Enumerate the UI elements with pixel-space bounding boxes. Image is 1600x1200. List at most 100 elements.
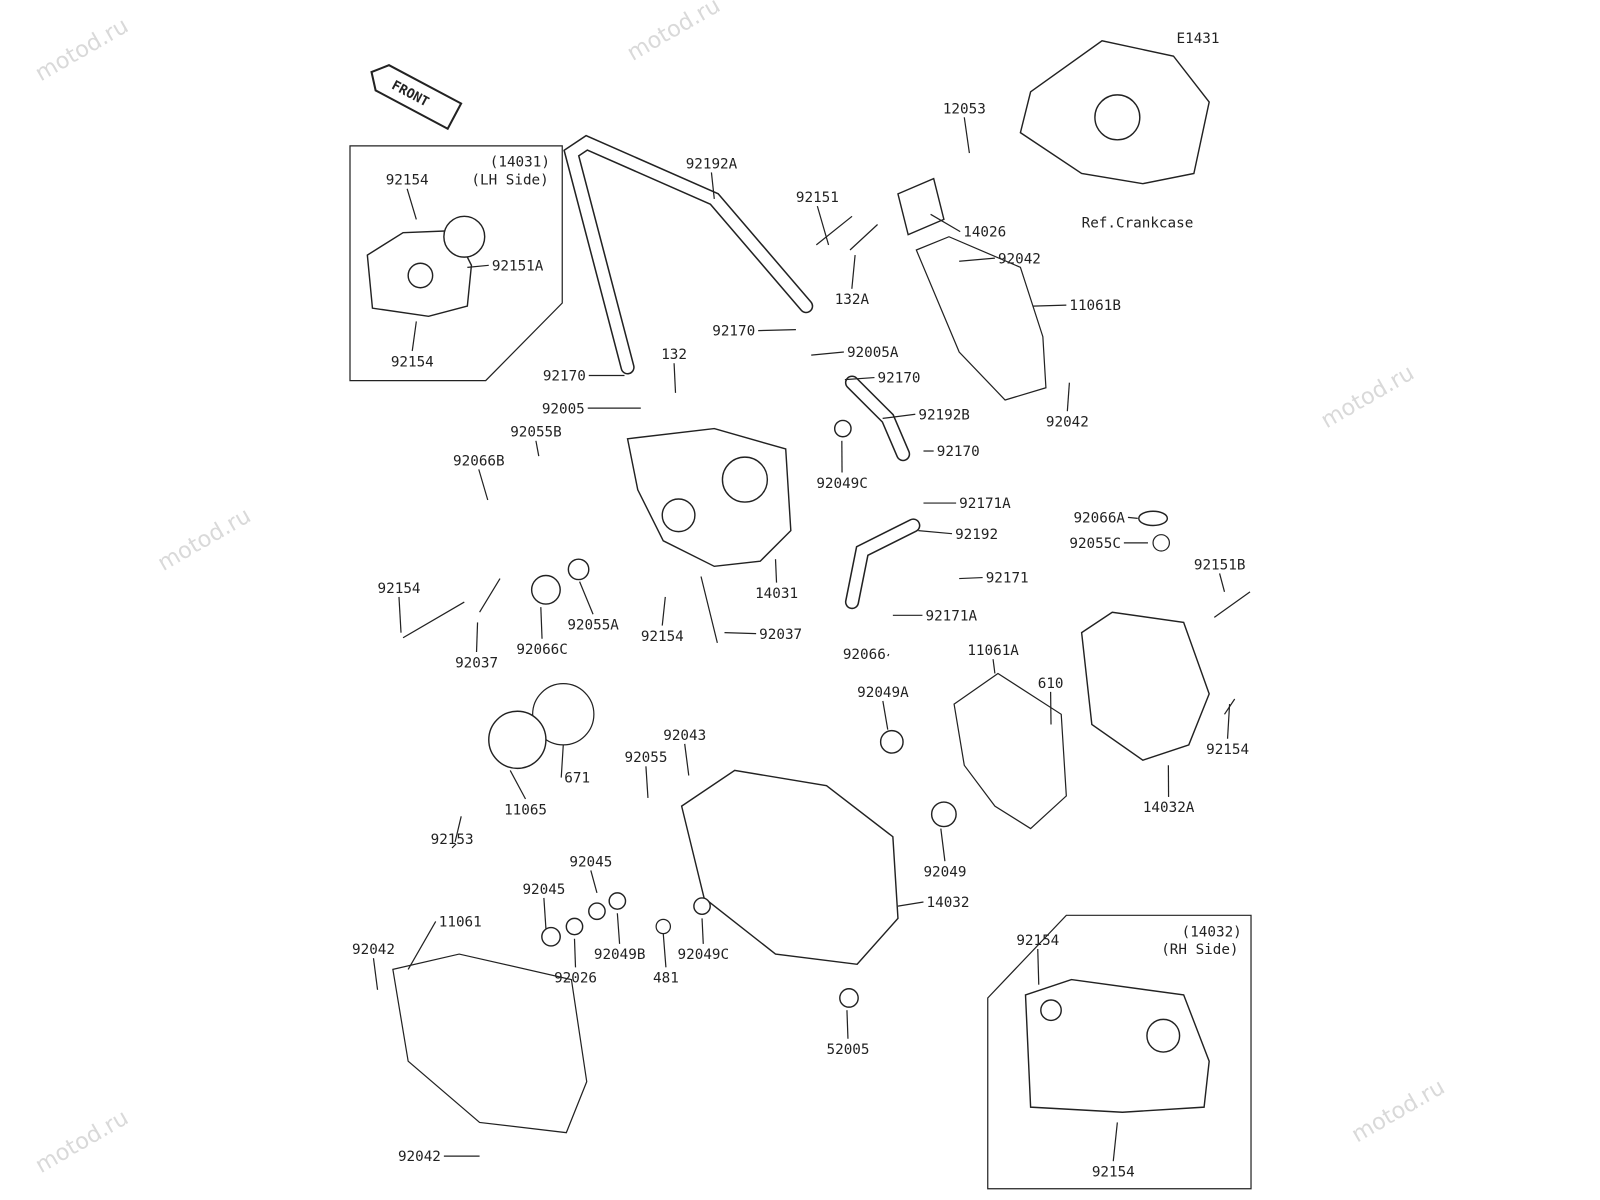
part-callout-92042: 92042: [398, 1149, 441, 1165]
part-callout-92055C: 92055C: [1069, 536, 1121, 552]
rh-cover-14032: [680, 769, 899, 966]
part-callout-92154: 92154: [1016, 933, 1059, 949]
plug-92066A: [1138, 510, 1169, 527]
leader-line: [1127, 516, 1138, 519]
part-callout-92171A: 92171A: [959, 496, 1011, 512]
part-callout-92154: 92154: [378, 581, 421, 597]
part-callout-92154: 92154: [1092, 1165, 1135, 1181]
hose-92192A-inner: [564, 136, 812, 373]
oring-92055A: [567, 558, 590, 581]
part-callout-92049A: 92049A: [857, 685, 909, 701]
part-callout-92049B: 92049B: [594, 947, 646, 963]
part-callout-92005: 92005: [542, 401, 585, 417]
part-callout-92037: 92037: [455, 655, 498, 671]
part-callout-92192B: 92192B: [918, 407, 970, 423]
part-callout-92049C: 92049C: [678, 947, 730, 963]
part-callout-92049C: 92049C: [816, 476, 868, 492]
leader-line: [535, 440, 540, 457]
leader-line: [851, 255, 856, 289]
part-callout-92037: 92037: [759, 627, 802, 643]
leader-line: [475, 622, 479, 653]
leader-line: [451, 843, 457, 849]
leader-line: [684, 743, 690, 776]
gasket-11061B: [915, 236, 1047, 401]
hose-92192-inner: [846, 519, 919, 608]
leader-line: [1219, 573, 1226, 592]
part-callout-132: 132: [661, 347, 687, 363]
diagram-code: E1431: [1177, 31, 1220, 47]
part-callout-92154: 92154: [641, 629, 684, 645]
leader-line: [573, 938, 577, 968]
part-callout-610: 610: [1038, 676, 1064, 692]
inset-lh-side-label: (LH Side): [471, 173, 548, 189]
part-callout-92066C: 92066C: [516, 642, 568, 658]
part-callout-14031: 14031: [755, 586, 798, 602]
gasket-11061: [392, 953, 588, 1134]
part-callout-92049: 92049: [923, 865, 966, 881]
inset-lh-side: [349, 145, 563, 382]
watermark-text: motod.ru: [1347, 1074, 1449, 1148]
part-callout-92154: 92154: [386, 173, 429, 189]
seal-52005: [839, 988, 859, 1008]
leader-line: [616, 913, 621, 944]
ref-crankcase-label: Ref.Crankcase: [1082, 216, 1194, 232]
plug-92066C: [530, 574, 561, 605]
leader-line: [540, 607, 543, 639]
leader-line: [887, 653, 890, 657]
hose-92192B-inner: [846, 377, 909, 460]
front-arrow-icon: FRONT: [370, 64, 463, 131]
watermark-text: motod.ru: [1317, 360, 1419, 434]
part-callout-92151A: 92151A: [492, 258, 544, 274]
leader-line: [963, 117, 970, 154]
seal-92049C: [833, 419, 852, 438]
part-callout-92055A: 92055A: [567, 618, 619, 634]
part-callout-92045: 92045: [569, 854, 612, 870]
gasket-11061A: [953, 672, 1067, 830]
part-callout-92154: 92154: [391, 354, 434, 370]
collar-92026: [565, 917, 584, 936]
leader-line: [478, 469, 489, 501]
seal-92049: [930, 801, 957, 828]
chain-guide-14026: [897, 177, 945, 236]
part-callout-12053: 12053: [943, 101, 986, 117]
bearing-92045b: [541, 926, 561, 947]
leader-line: [560, 744, 564, 778]
part-callout-92170: 92170: [712, 324, 755, 340]
leader-line: [992, 659, 996, 674]
part-callout-92192: 92192: [955, 527, 998, 543]
leader-line: [897, 901, 924, 907]
leader-lines: [372, 117, 1231, 1162]
leader-line: [590, 870, 598, 894]
crankcase-bore: [1094, 94, 1141, 141]
part-callout-92151: 92151: [796, 190, 839, 206]
part-callout-92055B: 92055B: [510, 425, 562, 441]
lh-cover-14031: [626, 427, 792, 568]
leader-line: [844, 376, 875, 381]
part-callout-11065: 11065: [504, 802, 547, 818]
part-callout-92170: 92170: [937, 444, 980, 460]
oring-92055C: [1152, 534, 1170, 552]
inset-rh-side-label: (RH Side): [1161, 942, 1238, 958]
part-callout-92005A: 92005A: [847, 345, 899, 361]
leader-line: [846, 1010, 849, 1039]
leader-line: [372, 958, 379, 990]
leader-line: [959, 257, 995, 262]
leader-line: [645, 766, 649, 798]
watermark-text: motod.ru: [623, 0, 725, 66]
leader-line: [1226, 704, 1231, 739]
seal-92049B: [608, 892, 627, 910]
bearing-92045: [588, 902, 606, 921]
part-callout-52005: 52005: [827, 1042, 870, 1058]
cover-11065: [488, 710, 547, 770]
hose-92192A: [563, 134, 814, 375]
part-callout-92066B: 92066B: [453, 453, 505, 469]
part-callout-92170: 92170: [543, 369, 586, 385]
leader-line: [930, 213, 961, 233]
leader-line: [509, 770, 527, 800]
cover-pump-housing: [721, 456, 769, 503]
leader-line: [959, 576, 983, 580]
part-callout-92171: 92171: [986, 571, 1029, 587]
part-callout-92042: 92042: [1046, 415, 1089, 431]
part-callout-92171A: 92171A: [926, 608, 978, 624]
